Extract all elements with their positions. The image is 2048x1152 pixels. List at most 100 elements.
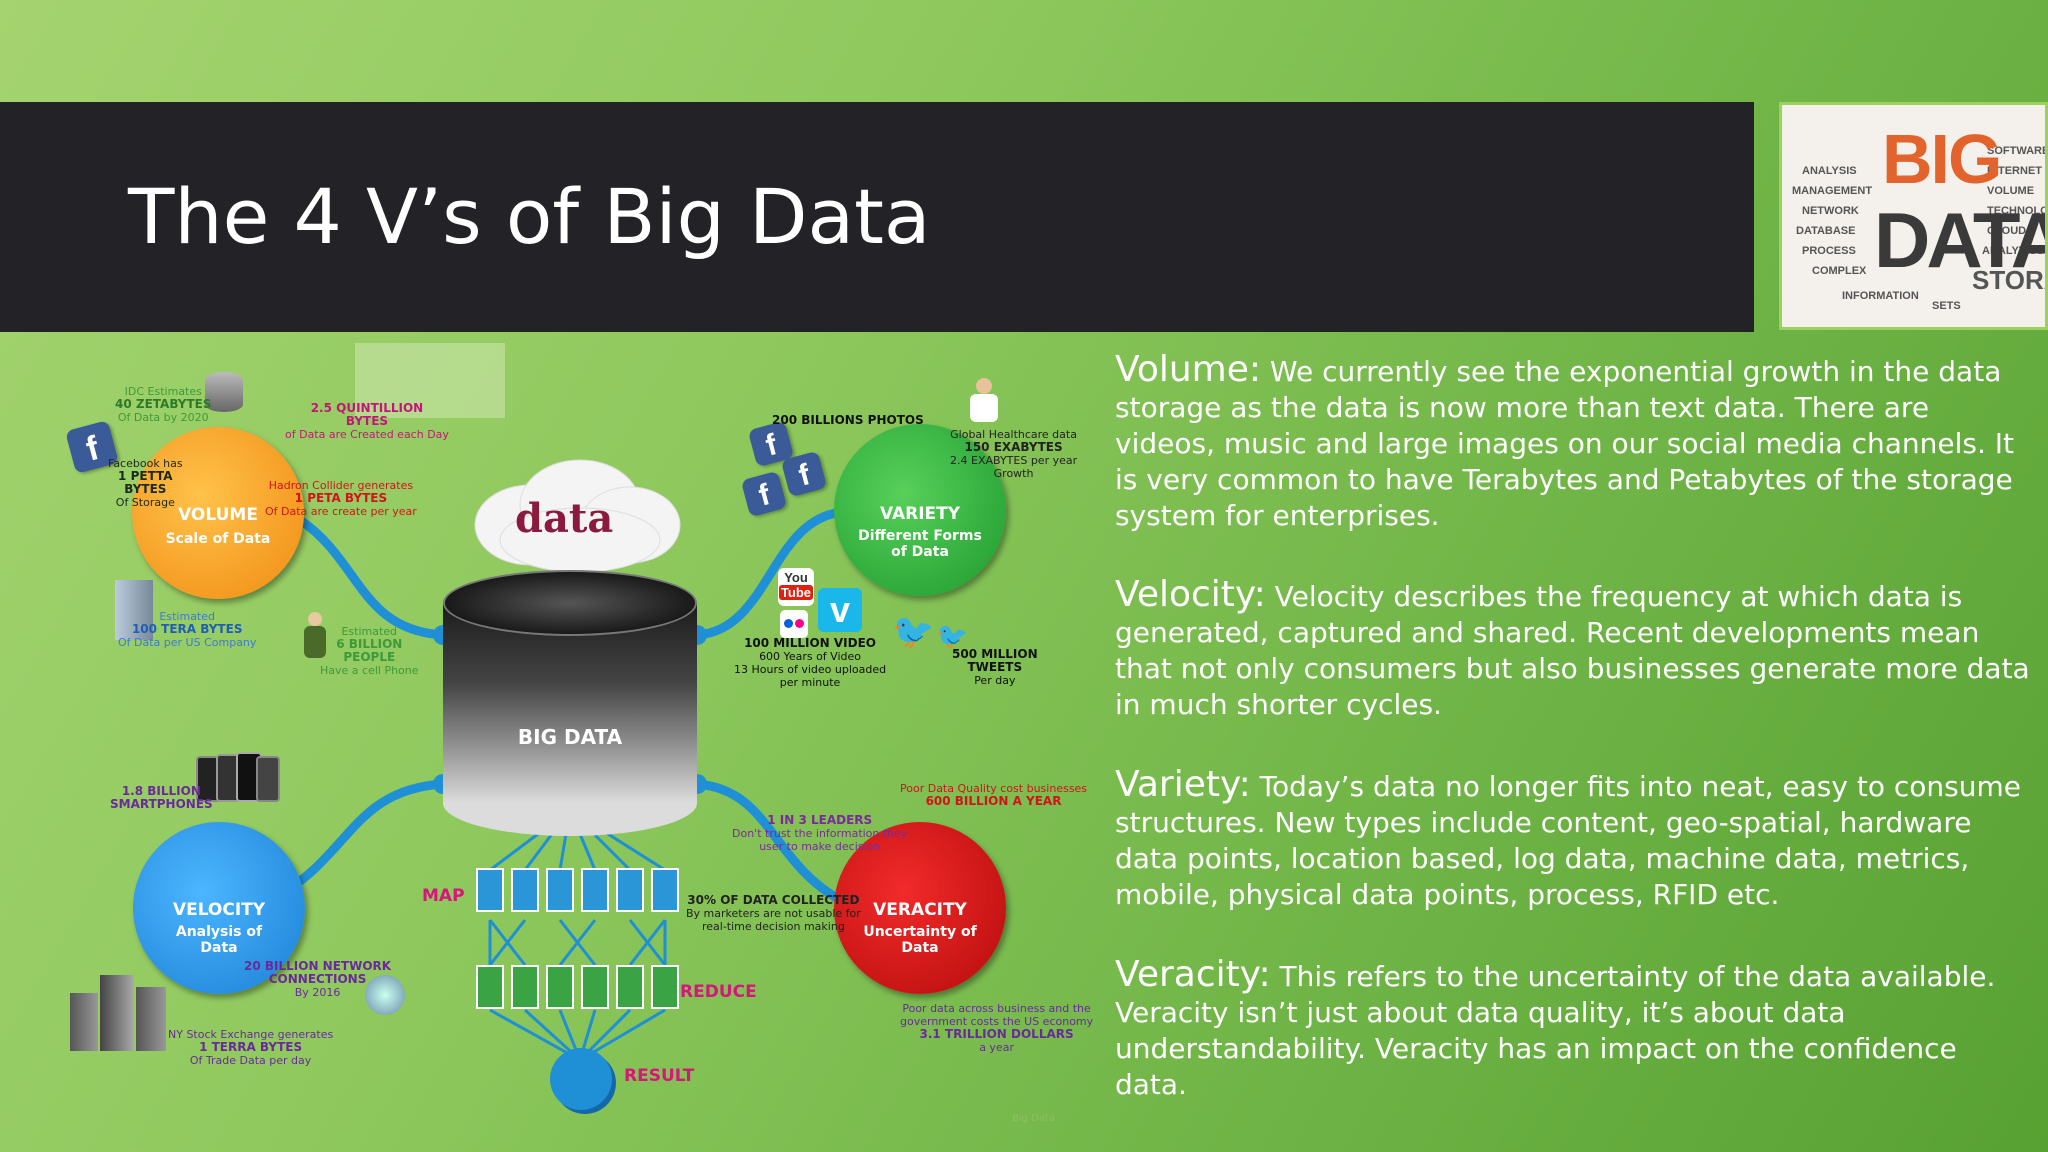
map-box: [476, 868, 504, 912]
result-disk-icon: [550, 1048, 612, 1110]
fact-line: TWEETS: [967, 660, 1023, 674]
fact-poor-quality: Poor Data Quality cost businesses 600 BI…: [900, 782, 1087, 808]
big-data-label: BIG DATA: [517, 725, 623, 749]
fact-smartphones: 1.8 BILLION SMARTPHONES: [110, 785, 213, 811]
fact-leaders: 1 IN 3 LEADERS Don't trust the informati…: [732, 813, 908, 854]
database-icon: [205, 372, 243, 412]
fact-people: Estimated 6 BILLION PEOPLE Have a cell P…: [320, 625, 419, 677]
fact-quintillion: 2.5 QUINTILLION BYTES of Data are Create…: [285, 401, 449, 442]
cylinder-top: [443, 570, 697, 636]
variety-circle-title: VARIETY: [879, 504, 961, 524]
reduce-box: [616, 965, 644, 1009]
fact-line: Of Data per US Company: [118, 636, 257, 649]
fact-line: 500 MILLION: [952, 647, 1038, 661]
network-globe-icon: [365, 975, 405, 1015]
reduce-box: [581, 965, 609, 1009]
vimeo-icon: v: [818, 588, 862, 632]
fact-line: NY Stock Exchange generates: [168, 1028, 334, 1041]
variety-heading: Variety:: [1115, 764, 1251, 805]
veracity-circle: VERACITY Uncertainty of Data: [834, 822, 1006, 994]
map-label: MAP: [422, 886, 465, 906]
reduce-box: [476, 965, 504, 1009]
fact-terabytes: Estimated 100 TERA BYTES Of Data per US …: [118, 610, 256, 649]
fact-line: 1 IN 3 LEADERS: [767, 813, 873, 827]
map-box: [581, 868, 609, 912]
fact-line: Global Healthcare data: [950, 428, 1077, 441]
velocity-text: Velocity describes the frequency at whic…: [1115, 580, 2030, 721]
fact-line: Estimated: [341, 625, 398, 638]
fact-line: 2.5 QUINTILLION: [310, 401, 424, 415]
volume-heading: Volume:: [1115, 349, 1262, 390]
fact-hadron: Hadron Collider generates 1 PETA BYTES O…: [265, 479, 417, 518]
fact-line: BYTES: [345, 414, 389, 428]
twitter-icon: 🐦: [892, 612, 935, 652]
fact-line: user to make decision: [759, 840, 881, 853]
fact-line: Per day: [974, 674, 1016, 687]
fact-line: Have a cell Phone: [320, 664, 419, 677]
building-icon: [115, 580, 153, 640]
fact-photos: 200 BILLIONS PHOTOS: [772, 413, 924, 427]
fact-line: Don't trust the information they: [732, 827, 908, 840]
fact-line: SMARTPHONES: [110, 797, 213, 811]
fact-line: Poor data across business and the: [902, 1002, 1091, 1015]
map-box: [546, 868, 574, 912]
cloud-word: data: [515, 495, 614, 542]
fact-line: a year: [979, 1041, 1014, 1054]
fact-line: 1 PETTA: [118, 469, 173, 483]
volume-circle: VOLUME Scale of Data: [132, 427, 304, 599]
footer-note: Big Data: [1012, 1113, 1056, 1124]
veracity-circle-title: VERACITY: [873, 900, 967, 920]
fact-healthcare: Global Healthcare data 150 EXABYTES 2.4 …: [950, 428, 1077, 480]
fact-line: CONNECTIONS: [268, 972, 367, 986]
reduce-box: [546, 965, 574, 1009]
fact-video: 100 MILLION VIDEO 600 Years of Video 13 …: [734, 637, 887, 690]
map-box: [651, 868, 679, 912]
big-data-wordcloud-logo: ANALYSIS MANAGEMENT NETWORK DATABASE PRO…: [1779, 102, 2048, 330]
volume-circle-title: VOLUME: [178, 505, 258, 525]
fact-line: Of Trade Data per day: [189, 1054, 312, 1067]
fact-line: 13 Hours of video uploaded: [734, 663, 887, 676]
fact-line: Hadron Collider generates: [268, 479, 414, 492]
map-box: [616, 868, 644, 912]
fact-nyse: NY Stock Exchange generates 1 TERRA BYTE…: [168, 1028, 333, 1067]
logo-storage-text: STORAGE: [1972, 265, 2045, 295]
fact-thirty-percent: 30% OF DATA COLLECTED By marketers are n…: [686, 894, 861, 934]
fact-line: government costs the US economy: [900, 1015, 1094, 1028]
fact-line: 600 BILLION A YEAR: [925, 794, 1062, 808]
reduce-label: REDUCE: [680, 982, 757, 1002]
fact-line: 3.1 TRILLION DOLLARS: [919, 1027, 1074, 1041]
fact-line: By 2016: [294, 986, 341, 999]
volume-circle-sub: Scale of Data: [165, 531, 271, 547]
fact-line: Growth: [993, 467, 1034, 480]
big-data-cylinder: [443, 603, 697, 803]
veracity-heading: Veracity:: [1115, 954, 1271, 995]
fact-line: BYTES: [124, 482, 167, 496]
fact-line: 1 PETA BYTES: [294, 491, 388, 505]
fact-facebook: Facebook has 1 PETTA BYTES Of Storage: [108, 457, 183, 509]
variety-description: Variety: Today’s data no longer fits int…: [1115, 767, 2035, 913]
map-box: [511, 868, 539, 912]
fact-line: 600 Years of Video: [759, 650, 861, 663]
twitter-icon: 🐦: [936, 622, 969, 652]
fact-line: PEOPLE: [343, 650, 396, 664]
title-bar: [0, 102, 1754, 332]
people-icon: [300, 612, 334, 662]
fact-line: Of Storage: [115, 496, 175, 509]
server-rack-icon: [70, 975, 166, 1051]
variety-text: Today’s data no longer fits into neat, e…: [1115, 770, 2021, 911]
fact-cost: Poor data across business and the govern…: [900, 1002, 1093, 1054]
veracity-text: This refers to the uncertainty of the da…: [1115, 960, 1996, 1101]
fact-line: Of Data by 2020: [117, 411, 209, 424]
volume-text: We currently see the exponential growth …: [1115, 355, 2015, 532]
fact-line: per minute: [779, 676, 841, 689]
data-cloud: data: [470, 455, 685, 575]
flickr-icon: [780, 610, 808, 638]
fact-line: 100 TERA BYTES: [131, 622, 243, 636]
fact-line: 1 TERRA BYTES: [199, 1040, 303, 1054]
fact-line: 40 ZETABYTES: [115, 397, 212, 411]
variety-circle: VARIETY Different Forms of Data: [834, 424, 1006, 596]
velocity-circle: VELOCITY Analysis of Data: [133, 822, 305, 994]
fact-line: Poor Data Quality cost businesses: [900, 782, 1088, 795]
fact-line: 20 BILLION NETWORK: [244, 959, 392, 973]
